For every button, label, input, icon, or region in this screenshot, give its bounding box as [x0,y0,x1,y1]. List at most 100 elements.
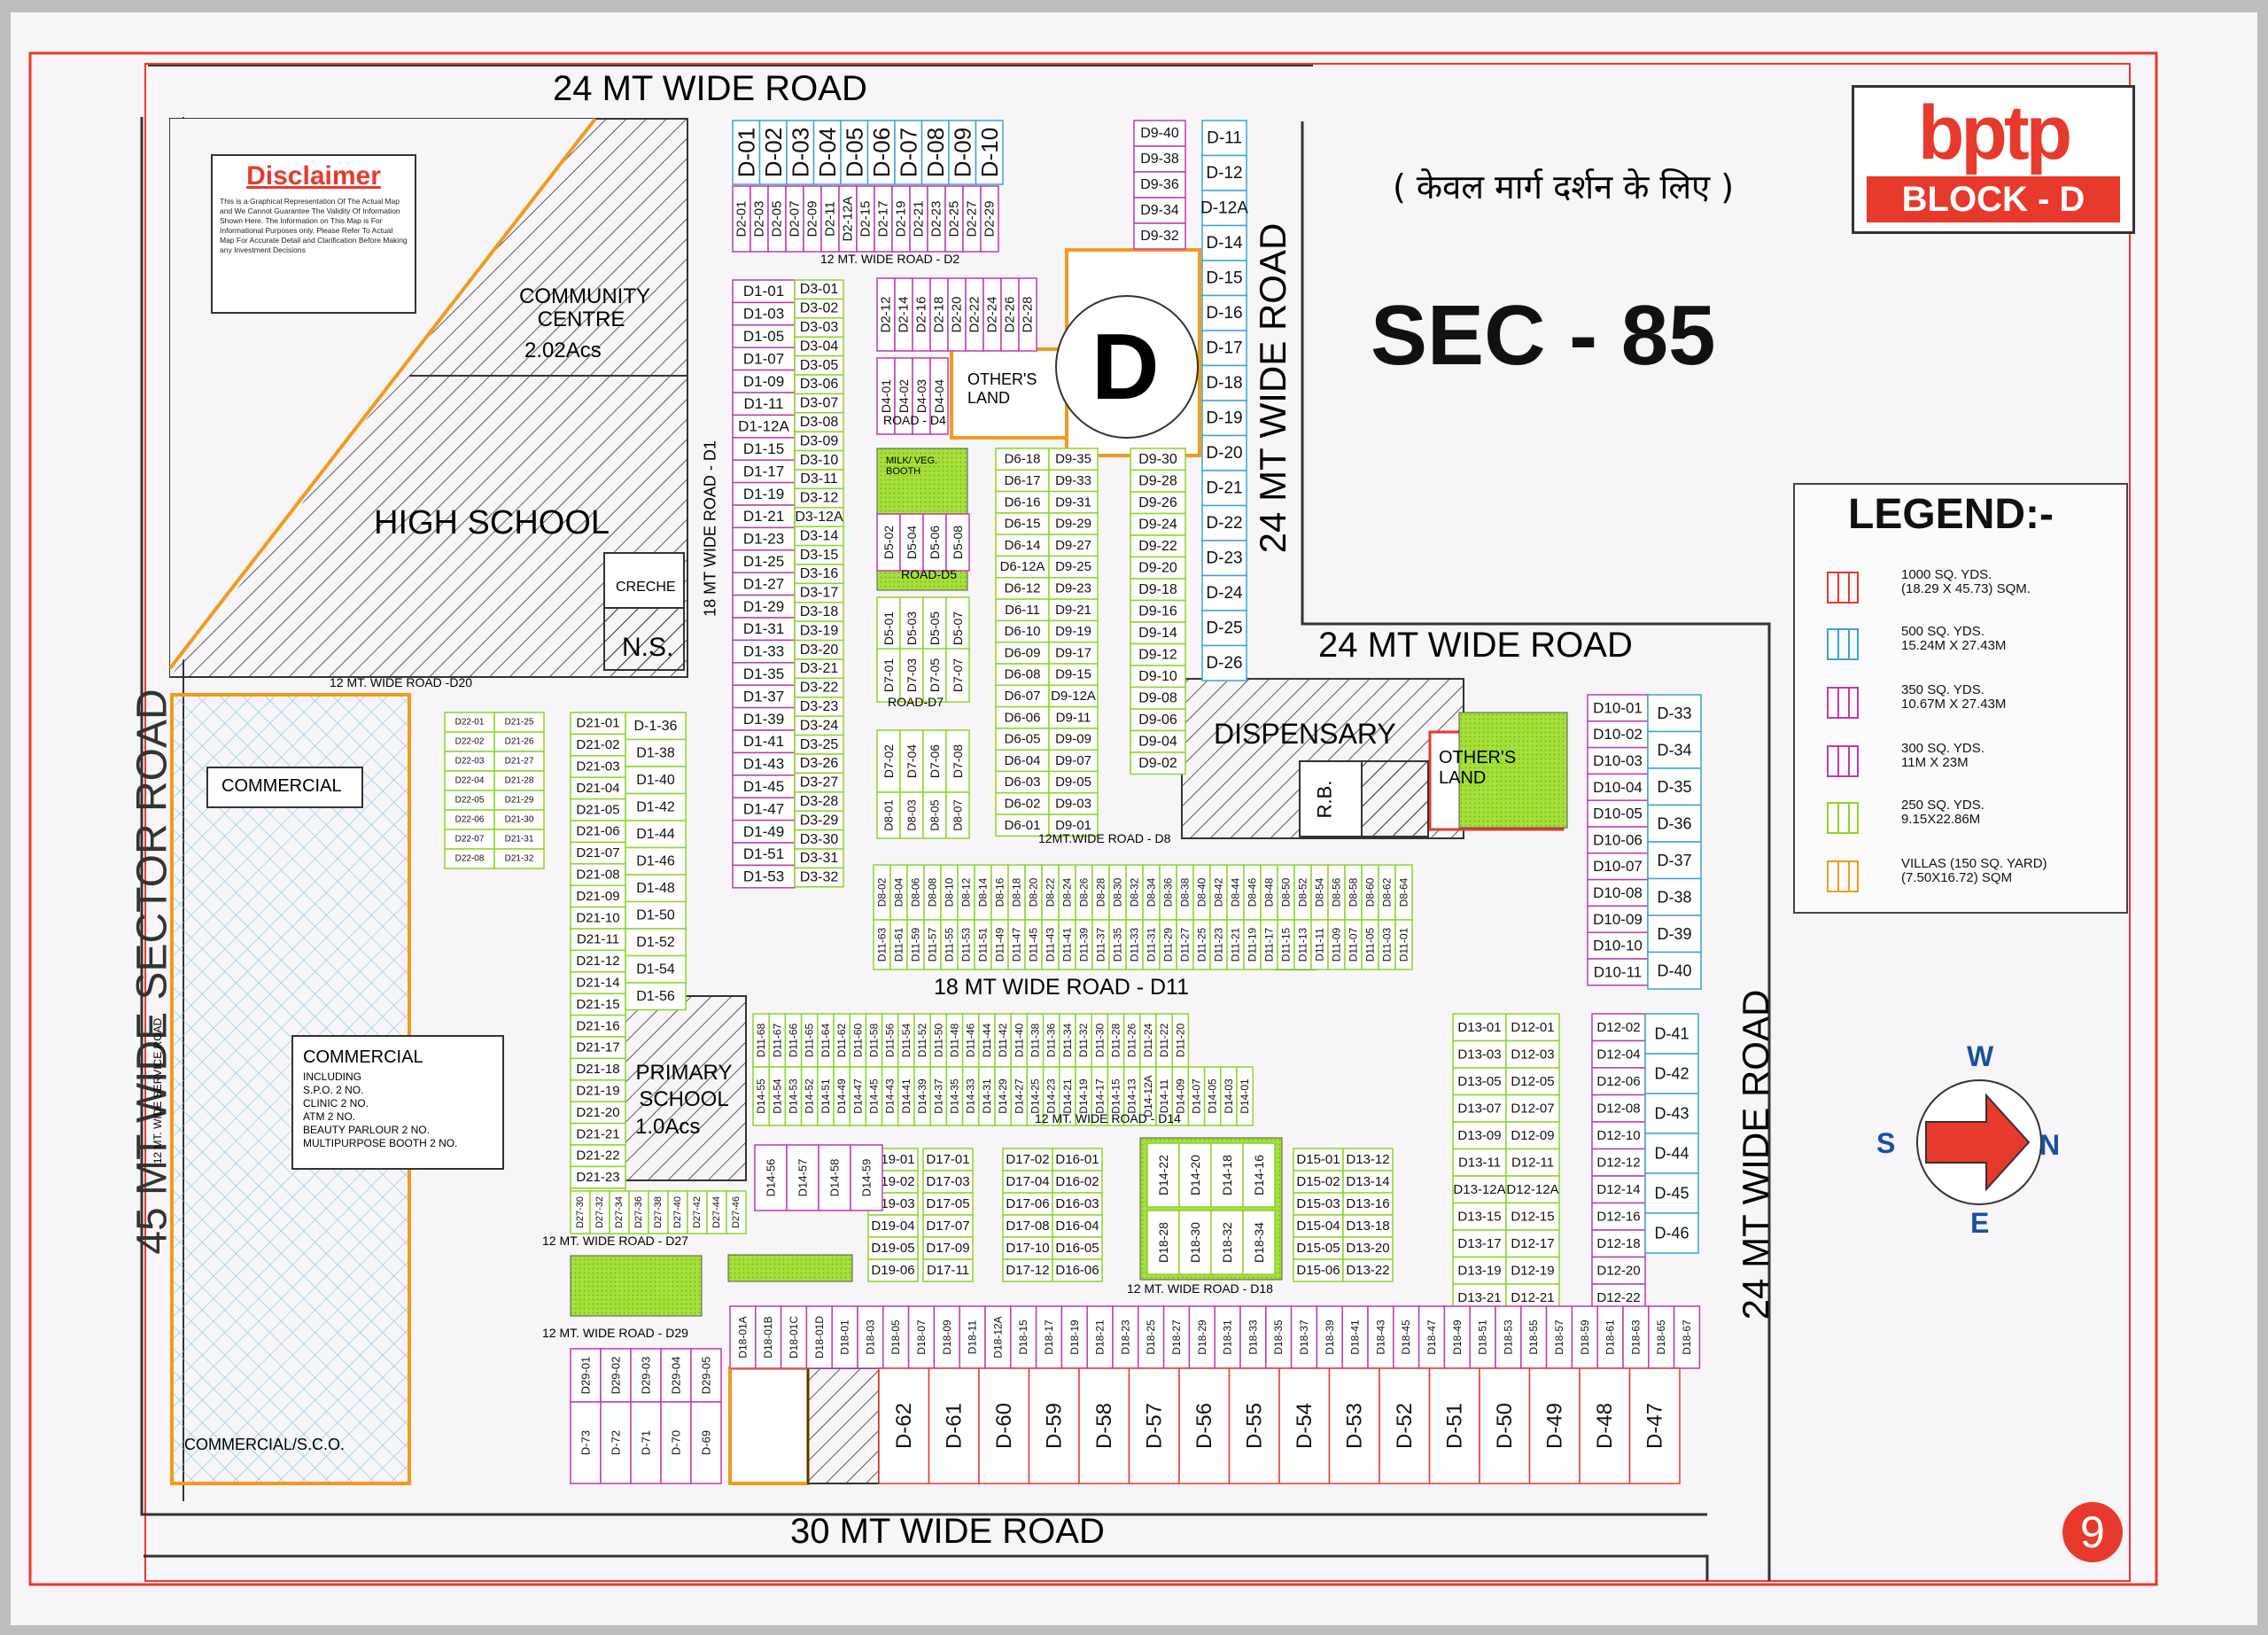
plot-label: D3-25 [800,737,839,752]
plot-outline [1644,1093,1699,1134]
plot-label: D1-09 [743,373,784,390]
plot-label: D8-16 [994,877,1006,907]
plot-label: D9-16 [1138,603,1177,619]
plot-label: D11-24 [1142,1023,1154,1057]
plot-outline [570,820,626,844]
plot-outline [922,513,947,572]
plot-outline [922,1148,974,1172]
plot-label: D18-30 [1188,1222,1202,1263]
plot-label: D7-04 [905,744,919,778]
plot-label: D27-38 [653,1196,664,1228]
plot-outline [625,712,687,741]
plot-label: D21-29 [505,796,534,806]
plot-label: D-26 [1206,654,1242,673]
plot-label: D12-12 [1596,1155,1640,1170]
plot-label: D1-39 [743,711,784,728]
plot-label: D3-12 [800,491,839,506]
plot-label: D16-05 [1055,1241,1099,1256]
plot-label: D8-50 [1280,877,1293,907]
plot-outline [1290,1305,1318,1369]
plot-outline [570,1079,626,1102]
plot-outline [1505,1121,1560,1150]
plot-outline [1647,951,1702,990]
plot-outline [1048,448,1099,471]
plot-label: D18-57 [1553,1320,1565,1355]
plot-label: D1-38 [636,745,675,760]
plot-outline [630,1401,662,1484]
plot-outline [995,619,1050,643]
plot-outline [1130,448,1186,471]
plot-label: D12-20 [1596,1263,1640,1278]
plot-label: D18-41 [1349,1320,1362,1355]
plot-label: D11-67 [771,1023,783,1057]
primary-school-area [621,995,747,1181]
plot-outline [1647,767,1702,806]
plot-label: D21-03 [576,759,619,775]
plot-label: D27-44 [711,1196,722,1228]
plot-outline [1505,1013,1560,1042]
plot-outline [1328,1367,1380,1484]
plot-label: D14-07 [1191,1078,1203,1114]
plot-outline [922,1236,974,1260]
plot-label: D18-21 [1094,1320,1107,1355]
plot-outline [1133,171,1186,199]
plot-label: D-18 [1206,374,1242,393]
plot-label: D3-32 [800,870,839,885]
plot-label: D3-31 [800,851,839,866]
rb-box [1299,760,1363,837]
plot-outline [1452,1148,1507,1177]
plot-outline [1130,751,1186,775]
plot-label: D9-30 [1138,452,1177,467]
plot-label: D9-07 [1055,753,1091,768]
plot-label: D9-28 [1138,473,1177,488]
plot-label: D14-22 [1156,1155,1170,1195]
plot-label: D9-23 [1055,580,1091,596]
plot-label: D9-34 [1140,203,1179,218]
plot-label: D-55 [1242,1403,1266,1449]
plot-outline [1673,1305,1701,1369]
plot-label: D8-46 [1247,877,1259,907]
plot-outline [1048,814,1099,837]
plot-label: D18-09 [941,1320,953,1355]
plot-label: D-59 [1042,1403,1066,1449]
plot-outline [570,1122,626,1146]
plot-label: D18-27 [1170,1320,1183,1355]
plot-outline [570,928,626,952]
plot-label: D14-15 [1110,1078,1122,1114]
plot-label: D14-18 [1220,1155,1234,1195]
plot-label: D11-47 [1011,927,1023,962]
plot-outline [625,900,687,930]
plot-label: D18-45 [1400,1320,1412,1355]
plot-outline [922,1214,974,1238]
plot-label: D3-29 [800,813,839,828]
legend-item: 500 SQ. YDS.15.24M X 27.43M [1827,623,2119,667]
plot-label: D11-19 [1247,927,1259,962]
plot-label: D29-05 [700,1357,713,1395]
plot-label: D8-62 [1381,877,1394,907]
compass-north: N [2039,1129,2061,1161]
plot-label: D11-38 [1029,1023,1042,1057]
plot-label: D8-10 [944,877,956,907]
plot-label: D11-23 [1213,927,1225,962]
plot-label: D6-09 [1005,645,1041,660]
plot-label: D18-59 [1579,1320,1591,1355]
commercial-sco-label: COMMERCIAL/S.C.O. [184,1436,346,1453]
plot-outline [867,1214,919,1238]
plot-outline [948,120,977,185]
open-plot-a [728,1366,810,1485]
plot-label: D1-31 [743,620,784,637]
legend-swatch [1827,860,1859,892]
plot-label: D21-16 [576,1018,619,1033]
plot-label: D11-46 [965,1023,977,1057]
legend-item: 250 SQ. YDS.9.15X22.86M [1827,797,2119,841]
plot-label: D18-55 [1527,1320,1540,1355]
road-d20-label: 12 MT. WIDE ROAD -D20 [330,675,473,689]
plot-label: D9-01 [1055,818,1091,833]
plot-label: D9-12 [1138,647,1177,662]
plot-label: D21-28 [505,776,534,786]
plot-label: D8-02 [876,877,889,907]
plot-label: D-34 [1657,741,1691,759]
plot-label: D8-44 [1230,877,1242,907]
plot-label: D8-30 [1112,877,1124,907]
plot-label: D21-31 [505,835,534,845]
